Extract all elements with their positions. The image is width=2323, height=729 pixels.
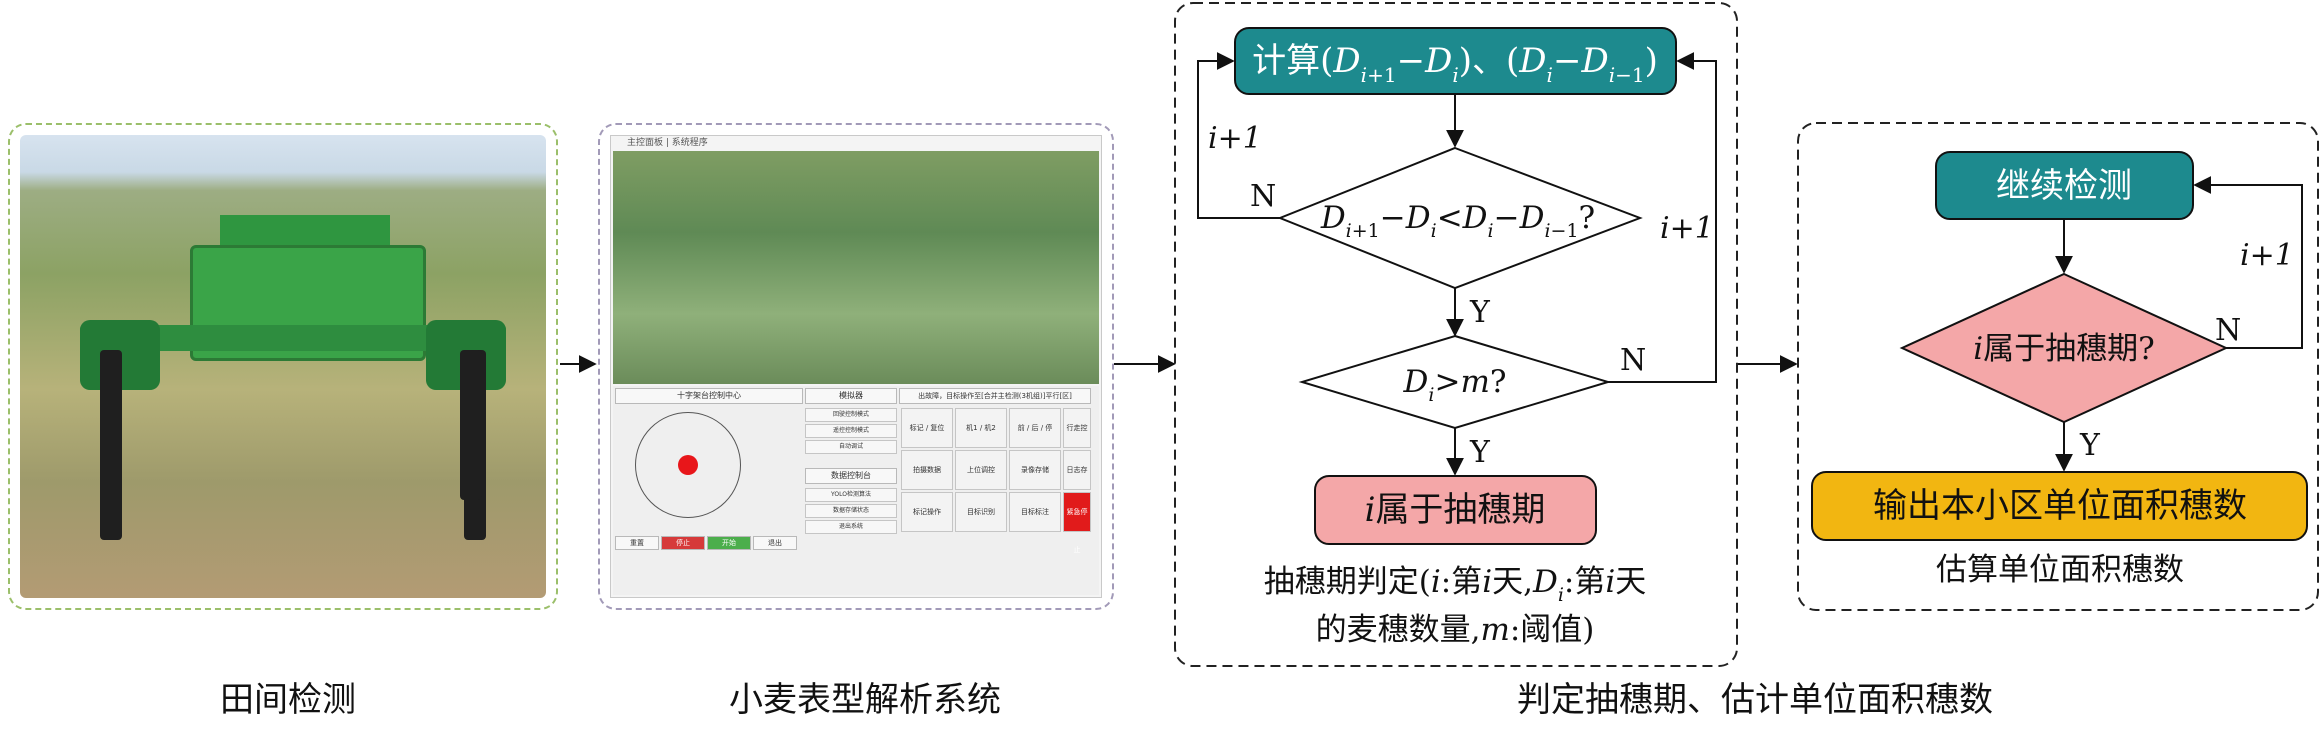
yes-label: Y <box>1469 295 1491 330</box>
app-control-panel: 十字架台控制中心 模拟器 回驶控制模式 遥控控制模式 自动调试 数据控制台 YO… <box>613 386 1099 595</box>
joystick-ring[interactable] <box>635 412 741 518</box>
panel-button[interactable]: 日志存储 <box>1063 450 1091 512</box>
panel-button[interactable]: 目标标注 <box>1009 492 1061 532</box>
estimate-note: 估算单位面积穗数 <box>1936 552 2184 588</box>
panel-button[interactable]: 上位调控 <box>955 450 1007 490</box>
decision-rate-label: Di+1−Di<Di−Di−1? <box>1320 200 1595 242</box>
field-photo-frame <box>8 123 558 610</box>
status-item[interactable]: YOLO检测算法 <box>805 488 897 502</box>
panel-button[interactable]: 录像存储 <box>1009 450 1061 490</box>
caption-heading-estimation: 判定抽穗期、估计单位面积穗数 <box>1517 680 1993 720</box>
output-box-label: 输出本小区单位面积穗数 <box>1873 486 2247 526</box>
field-robot-photo <box>20 135 546 598</box>
compute-box-label: 计算(Di+1−Di)、(Di−Di−1) <box>1252 41 1658 87</box>
heading-criteria-note: 抽穗期判定(i:第i天,Di:第i天 <box>1264 564 1647 606</box>
loop-label: i+1 <box>1208 121 1262 156</box>
decision-threshold-label: Di>m? <box>1403 364 1507 406</box>
heading-stage-box <box>1314 475 1597 545</box>
mode-header: 模拟器 <box>805 388 897 404</box>
info-header: 出故障，目标操作至[合并主检测(3机组)]平行[区] <box>899 388 1091 404</box>
control-center-label: 十字架台控制中心 <box>615 388 803 404</box>
stage3-frame <box>1174 2 1738 667</box>
app-window: 主控面板 | 系统程序 十字架台控制中心 模拟器 回驶控制模式 遥控控制模式 自… <box>610 135 1102 598</box>
no-label: N <box>1250 179 1276 214</box>
no-label: N <box>2215 313 2241 348</box>
joystick-knob[interactable] <box>678 455 698 475</box>
app-window-title: 主控面板 | 系统程序 <box>627 138 708 148</box>
mode-item[interactable]: 自动调试 <box>805 440 897 454</box>
stage4-frame <box>1797 122 2319 611</box>
panel-button[interactable]: 机1 / 机2 <box>955 408 1007 448</box>
status-item[interactable]: 数据存储状态 <box>805 504 897 518</box>
emergency-stop-button[interactable]: 紧急停止 <box>1063 492 1091 554</box>
panel-button[interactable]: 标记 / 复位 <box>901 408 953 448</box>
heading-criteria-note-line2: 的麦穗数量,m:阈值) <box>1316 612 1595 648</box>
panel-button[interactable]: 目标识别 <box>955 492 1007 532</box>
heading-stage-label: i属于抽穗期 <box>1365 490 1546 530</box>
footer-button[interactable]: 停止 <box>661 536 705 550</box>
output-box <box>1811 471 2308 541</box>
footer-button[interactable]: 开始 <box>707 536 751 550</box>
mode-item[interactable]: 回驶控制模式 <box>805 408 897 422</box>
panel-button[interactable]: 行走控制 <box>1063 408 1091 470</box>
no-label: N <box>1620 343 1646 378</box>
yes-label: Y <box>1469 435 1491 470</box>
decision-heading-stage-label: i属于抽穗期? <box>1973 331 2155 367</box>
yes-label: Y <box>2079 428 2101 463</box>
footer-button[interactable]: 重置 <box>615 536 659 550</box>
loop-label: i+1 <box>1660 211 1714 246</box>
panel-button[interactable]: 标记操作 <box>901 492 953 532</box>
panel-button[interactable]: 前 / 后 / 停 <box>1009 408 1061 448</box>
status-item[interactable]: 退出系统 <box>805 520 897 534</box>
footer-button[interactable]: 退出 <box>753 536 797 550</box>
wheat-detection-image <box>613 151 1099 384</box>
app-screenshot-frame: 主控面板 | 系统程序 十字架台控制中心 模拟器 回驶控制模式 遥控控制模式 自… <box>598 123 1114 610</box>
caption-phenotype-system: 小麦表型解析系统 <box>729 680 1001 720</box>
status-header: 数据控制台 <box>805 468 897 484</box>
panel-button[interactable]: 拍摄数据 <box>901 450 953 490</box>
loop-label: i+1 <box>2240 238 2294 273</box>
caption-field-detection: 田间检测 <box>220 680 356 720</box>
mode-item[interactable]: 遥控控制模式 <box>805 424 897 438</box>
continue-detection-label: 继续检测 <box>1996 166 2132 206</box>
